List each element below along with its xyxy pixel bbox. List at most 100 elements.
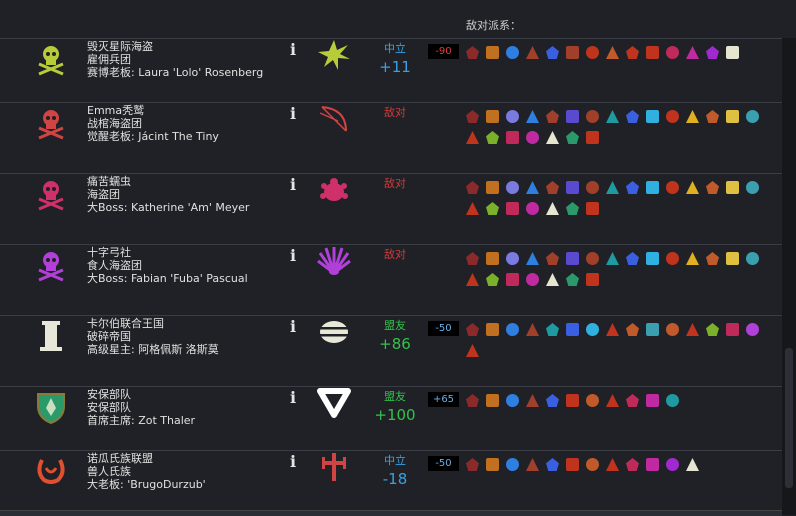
hostile-faction-icon[interactable] xyxy=(546,202,559,215)
hostile-faction-icon[interactable] xyxy=(606,252,619,265)
info-icon[interactable]: i xyxy=(290,40,297,59)
hostile-faction-icon[interactable] xyxy=(466,344,479,357)
hostile-faction-icon[interactable] xyxy=(546,323,559,336)
hostile-faction-icon[interactable] xyxy=(526,46,539,59)
hostile-faction-icon[interactable] xyxy=(526,458,539,471)
hostile-faction-icon[interactable] xyxy=(666,252,679,265)
hostile-faction-icon[interactable] xyxy=(506,46,519,59)
hostile-faction-icon[interactable] xyxy=(566,252,579,265)
hostile-faction-icon[interactable] xyxy=(466,46,479,59)
hostile-faction-icon[interactable] xyxy=(606,110,619,123)
hostile-faction-icon[interactable] xyxy=(646,394,659,407)
hostile-faction-icon[interactable] xyxy=(586,110,599,123)
hostile-faction-icon[interactable] xyxy=(646,323,659,336)
hostile-faction-icon[interactable] xyxy=(626,323,639,336)
hostile-faction-icon[interactable] xyxy=(566,458,579,471)
hostile-faction-icon[interactable] xyxy=(706,46,719,59)
hostile-faction-icon[interactable] xyxy=(666,323,679,336)
hostile-faction-icon[interactable] xyxy=(546,273,559,286)
hostile-faction-icon[interactable] xyxy=(506,131,519,144)
hostile-faction-icon[interactable] xyxy=(566,394,579,407)
info-icon[interactable]: i xyxy=(290,388,297,407)
hostile-faction-icon[interactable] xyxy=(486,458,499,471)
hostile-faction-icon[interactable] xyxy=(746,181,759,194)
hostile-faction-icon[interactable] xyxy=(686,110,699,123)
info-icon[interactable]: i xyxy=(290,452,297,471)
hostile-faction-icon[interactable] xyxy=(546,394,559,407)
hostile-faction-icon[interactable] xyxy=(726,110,739,123)
hostile-faction-icon[interactable] xyxy=(566,202,579,215)
info-icon[interactable]: i xyxy=(290,317,297,336)
hostile-faction-icon[interactable] xyxy=(486,110,499,123)
hostile-faction-icon[interactable] xyxy=(646,181,659,194)
hostile-faction-icon[interactable] xyxy=(546,252,559,265)
hostile-faction-icon[interactable] xyxy=(606,181,619,194)
hostile-faction-icon[interactable] xyxy=(486,323,499,336)
hostile-faction-icon[interactable] xyxy=(666,458,679,471)
hostile-faction-icon[interactable] xyxy=(506,110,519,123)
hostile-faction-icon[interactable] xyxy=(466,202,479,215)
hostile-faction-icon[interactable] xyxy=(606,458,619,471)
hostile-faction-icon[interactable] xyxy=(566,273,579,286)
hostile-faction-icon[interactable] xyxy=(686,181,699,194)
hostile-faction-icon[interactable] xyxy=(486,181,499,194)
hostile-faction-icon[interactable] xyxy=(686,252,699,265)
hostile-faction-icon[interactable] xyxy=(746,252,759,265)
hostile-faction-icon[interactable] xyxy=(466,458,479,471)
hostile-faction-icon[interactable] xyxy=(726,181,739,194)
hostile-faction-icon[interactable] xyxy=(586,181,599,194)
hostile-faction-icon[interactable] xyxy=(626,394,639,407)
hostile-faction-icon[interactable] xyxy=(506,252,519,265)
hostile-faction-icon[interactable] xyxy=(646,46,659,59)
hostile-faction-icon[interactable] xyxy=(706,181,719,194)
hostile-faction-icon[interactable] xyxy=(606,323,619,336)
hostile-faction-icon[interactable] xyxy=(506,181,519,194)
hostile-faction-icon[interactable] xyxy=(566,181,579,194)
hostile-faction-icon[interactable] xyxy=(526,323,539,336)
hostile-faction-icon[interactable] xyxy=(586,458,599,471)
hostile-faction-icon[interactable] xyxy=(686,458,699,471)
hostile-faction-icon[interactable] xyxy=(546,110,559,123)
hostile-faction-icon[interactable] xyxy=(466,181,479,194)
hostile-faction-icon[interactable] xyxy=(586,46,599,59)
hostile-faction-icon[interactable] xyxy=(586,394,599,407)
hostile-faction-icon[interactable] xyxy=(466,252,479,265)
hostile-faction-icon[interactable] xyxy=(626,46,639,59)
hostile-faction-icon[interactable] xyxy=(686,323,699,336)
hostile-faction-icon[interactable] xyxy=(486,202,499,215)
hostile-faction-icon[interactable] xyxy=(526,181,539,194)
hostile-faction-icon[interactable] xyxy=(486,252,499,265)
hostile-faction-icon[interactable] xyxy=(546,131,559,144)
hostile-faction-icon[interactable] xyxy=(566,46,579,59)
hostile-faction-icon[interactable] xyxy=(466,323,479,336)
hostile-faction-icon[interactable] xyxy=(526,202,539,215)
hostile-faction-icon[interactable] xyxy=(706,110,719,123)
hostile-faction-icon[interactable] xyxy=(526,273,539,286)
hostile-faction-icon[interactable] xyxy=(666,110,679,123)
hostile-faction-icon[interactable] xyxy=(466,394,479,407)
hostile-faction-icon[interactable] xyxy=(626,252,639,265)
hostile-faction-icon[interactable] xyxy=(586,323,599,336)
hostile-faction-icon[interactable] xyxy=(486,394,499,407)
scrollbar[interactable] xyxy=(782,38,796,515)
hostile-faction-icon[interactable] xyxy=(506,323,519,336)
hostile-faction-icon[interactable] xyxy=(466,110,479,123)
info-icon[interactable]: i xyxy=(290,175,297,194)
hostile-faction-icon[interactable] xyxy=(666,394,679,407)
hostile-faction-icon[interactable] xyxy=(526,131,539,144)
hostile-faction-icon[interactable] xyxy=(466,273,479,286)
hostile-faction-icon[interactable] xyxy=(486,131,499,144)
hostile-faction-icon[interactable] xyxy=(726,46,739,59)
hostile-faction-icon[interactable] xyxy=(566,323,579,336)
hostile-faction-icon[interactable] xyxy=(706,252,719,265)
hostile-faction-icon[interactable] xyxy=(646,110,659,123)
hostile-faction-icon[interactable] xyxy=(526,110,539,123)
hostile-faction-icon[interactable] xyxy=(626,458,639,471)
hostile-faction-icon[interactable] xyxy=(566,131,579,144)
hostile-faction-icon[interactable] xyxy=(666,181,679,194)
hostile-faction-icon[interactable] xyxy=(746,110,759,123)
hostile-faction-icon[interactable] xyxy=(586,202,599,215)
hostile-faction-icon[interactable] xyxy=(506,458,519,471)
hostile-faction-icon[interactable] xyxy=(686,46,699,59)
hostile-faction-icon[interactable] xyxy=(626,110,639,123)
